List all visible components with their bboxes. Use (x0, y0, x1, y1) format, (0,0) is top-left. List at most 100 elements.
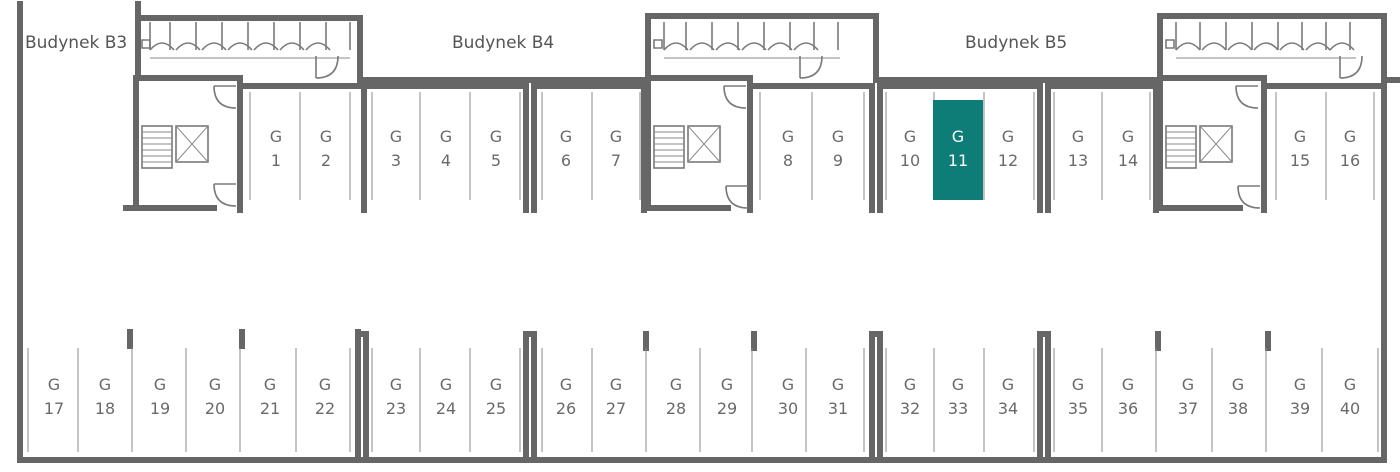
garage-spot-prefix: G (1121, 127, 1135, 146)
garage-spot-number: 15 (1289, 151, 1311, 170)
garage-spot-number: 14 (1117, 151, 1139, 170)
garage-spot-prefix: G (489, 127, 503, 146)
lift-b5 (1199, 125, 1233, 163)
garage-spot-prefix: G (720, 375, 734, 394)
garage-spot-23[interactable]: G 23 (374, 373, 418, 421)
garage-spot-number: 2 (320, 151, 332, 170)
garage-spot-10[interactable]: G 10 (888, 125, 932, 173)
garage-spot-prefix: G (1231, 375, 1245, 394)
garage-spot-prefix: G (951, 127, 965, 146)
garage-spot-prefix: G (269, 127, 283, 146)
garage-spot-number: 32 (899, 399, 921, 418)
garage-spot-number: 30 (777, 399, 799, 418)
garage-spot-30[interactable]: G 30 (766, 373, 810, 421)
garage-spot-number: 28 (665, 399, 687, 418)
garage-spot-11[interactable]: G 11 (933, 100, 983, 200)
bottom-row-partitions (27, 329, 1379, 459)
garage-spot-number: 5 (490, 151, 502, 170)
garage-spot-number: 38 (1227, 399, 1249, 418)
outer-walls (17, 1, 1400, 463)
garage-spot-prefix: G (1001, 127, 1015, 146)
garage-spot-prefix: G (1071, 375, 1085, 394)
garage-spot-prefix: G (903, 375, 917, 394)
garage-spot-prefix: G (1293, 375, 1307, 394)
garage-spot-prefix: G (609, 375, 623, 394)
garage-spot-prefix: G (439, 127, 453, 146)
garage-spot-prefix: G (389, 127, 403, 146)
garage-spot-prefix: G (389, 375, 403, 394)
core-b5 (1157, 13, 1387, 213)
stairs-and-lifts (141, 125, 1233, 169)
garage-spot-prefix: G (47, 375, 61, 394)
garage-spot-prefix: G (153, 375, 167, 394)
garage-spot-number: 31 (827, 399, 849, 418)
garage-spot-38[interactable]: G 38 (1216, 373, 1260, 421)
garage-spot-number: 8 (782, 151, 794, 170)
stairs-b4 (653, 125, 685, 169)
garage-spot-number: 22 (314, 399, 336, 418)
stairs-b5 (1165, 125, 1197, 169)
garage-spot-29[interactable]: G 29 (705, 373, 749, 421)
garage-spot-number: 23 (385, 399, 407, 418)
garage-spot-number: 40 (1339, 399, 1361, 418)
garage-spot-40[interactable]: G 40 (1328, 373, 1372, 421)
garage-spot-28[interactable]: G 28 (654, 373, 698, 421)
garage-spot-19[interactable]: G 19 (138, 373, 182, 421)
garage-spot-prefix: G (559, 375, 573, 394)
garage-spot-number: 29 (716, 399, 738, 418)
garage-spot-prefix: G (1343, 375, 1357, 394)
garage-spot-number: 10 (899, 151, 921, 170)
garage-spot-number: 9 (832, 151, 844, 170)
garage-spot-number: 19 (149, 399, 171, 418)
garage-spot-prefix: G (263, 375, 277, 394)
garage-spot-32[interactable]: G 32 (888, 373, 932, 421)
building-label-b3: Budynek B3 (25, 33, 128, 53)
building-label-b5: Budynek B5 (965, 33, 1068, 53)
garage-spot-prefix: G (1001, 375, 1015, 394)
core-b3 (123, 15, 363, 213)
garage-spot-prefix: G (208, 375, 222, 394)
garage-spot-number: 33 (947, 399, 969, 418)
garage-spot-number: 4 (440, 151, 452, 170)
garage-spot-14[interactable]: G 14 (1106, 125, 1150, 173)
garage-spot-prefix: G (831, 127, 845, 146)
garage-spot-number: 11 (947, 151, 969, 170)
garage-spot-prefix: G (98, 375, 112, 394)
garage-spot-prefix: G (781, 375, 795, 394)
garage-spot-prefix: G (903, 127, 917, 146)
garage-spot-number: 24 (435, 399, 457, 418)
garage-spot-prefix: G (1343, 127, 1357, 146)
garage-spot-17[interactable]: G 17 (32, 373, 76, 421)
garage-spot-number: 17 (43, 399, 65, 418)
garage-spot-prefix: G (669, 375, 683, 394)
